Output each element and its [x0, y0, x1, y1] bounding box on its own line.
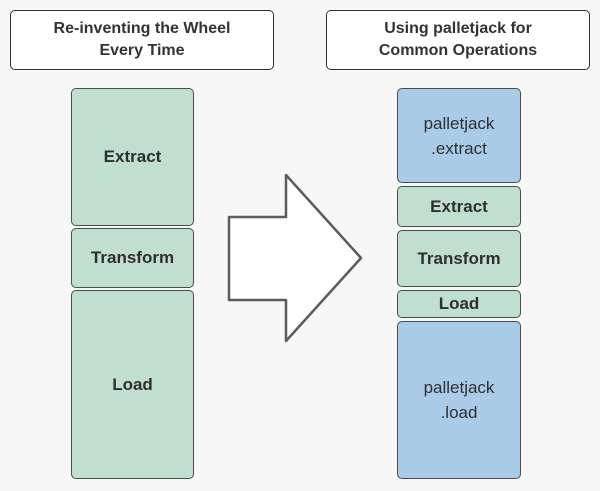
left-title-line1: Re-inventing the Wheel: [53, 20, 231, 37]
block-label: Extract: [103, 147, 162, 166]
block-palletjack-extract: palletjack .extract: [397, 88, 521, 183]
right-title-line2: Common Operations: [378, 42, 538, 59]
block-label: Transform: [417, 248, 501, 268]
block-load-small: Load: [397, 290, 521, 318]
right-title-line1: Using palletjack for: [384, 20, 532, 37]
block-transform-small: Transform: [397, 230, 521, 287]
manual-etl-column: Extract Transform Load: [71, 88, 194, 479]
block-label-line1: palletjack: [423, 378, 495, 397]
left-title-line2: Every Time: [99, 42, 185, 59]
block-label-line2: .load: [440, 403, 478, 422]
block-label-line1: palletjack: [423, 113, 495, 133]
block-label: Load: [112, 374, 153, 394]
block-label-line2: .extract: [431, 138, 487, 158]
block-label: Transform: [90, 248, 175, 267]
block-label: Load: [438, 294, 480, 313]
block-transform-manual: Transform: [71, 228, 194, 288]
right-arrow-icon: [227, 173, 363, 343]
left-diagram-title: Re-inventing the Wheel Every Time: [10, 10, 274, 70]
block-extract-small: Extract: [397, 186, 521, 227]
block-label: Extract: [430, 196, 488, 216]
block-extract-manual: Extract: [71, 88, 194, 226]
right-diagram-title: Using palletjack for Common Operations: [326, 10, 590, 70]
block-load-manual: Load: [71, 290, 194, 479]
block-palletjack-load: palletjack .load: [397, 321, 521, 479]
palletjack-column: palletjack .extract Extract Transform Lo…: [397, 88, 521, 479]
